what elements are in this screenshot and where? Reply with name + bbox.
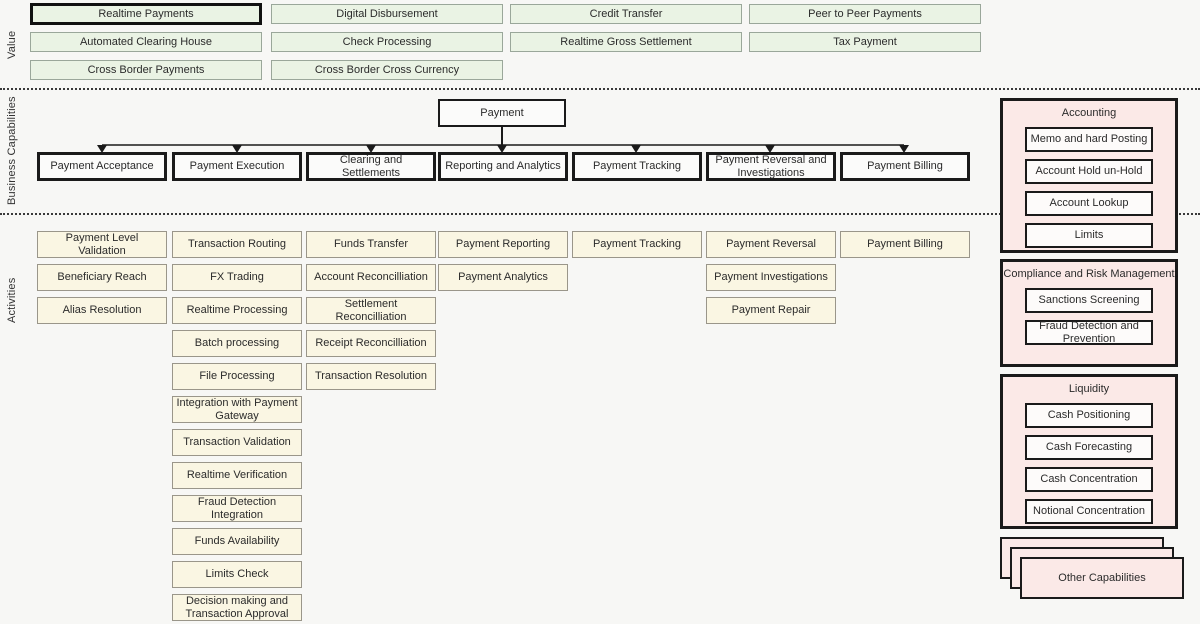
value-item-automated-clearing-house[interactable]: Automated Clearing House (30, 32, 262, 52)
other-capabilities-card-front[interactable]: Other Capabilities (1020, 557, 1184, 599)
lane-label-value: Value (6, 30, 18, 60)
activity-item-transaction-routing[interactable]: Transaction Routing (172, 231, 302, 258)
capability-item-payment-reversal-and-investigations[interactable]: Payment Reversal and Investigations (706, 152, 836, 181)
activity-item-file-processing[interactable]: File Processing (172, 363, 302, 390)
value-item-cross-border-cross-currency[interactable]: Cross Border Cross Currency (271, 60, 503, 80)
activity-item-payment-billing[interactable]: Payment Billing (840, 231, 970, 258)
activity-item-limits-check[interactable]: Limits Check (172, 561, 302, 588)
side-panel-title-liquidity: Liquidity (1068, 383, 1110, 395)
activity-item-transaction-validation[interactable]: Transaction Validation (172, 429, 302, 456)
panel-item-notional-concentration[interactable]: Notional Concentration (1025, 499, 1153, 524)
activity-item-payment-reporting[interactable]: Payment Reporting (438, 231, 568, 258)
value-item-credit-transfer[interactable]: Credit Transfer (510, 4, 742, 24)
panel-item-fraud-detection-and-prevention[interactable]: Fraud Detection and Prevention (1025, 320, 1153, 345)
panel-item-sanctions-screening[interactable]: Sanctions Screening (1025, 288, 1153, 313)
capability-item-clearing-and-settlements[interactable]: Clearing and Settlements (306, 152, 436, 181)
activity-item-payment-reversal[interactable]: Payment Reversal (706, 231, 836, 258)
activity-item-payment-level-validation[interactable]: Payment Level Validation (37, 231, 167, 258)
activity-item-fx-trading[interactable]: FX Trading (172, 264, 302, 291)
activity-item-settlement-reconcilliation[interactable]: Settlement Reconcilliation (306, 297, 436, 324)
panel-item-account-hold-un-hold[interactable]: Account Hold un-Hold (1025, 159, 1153, 184)
other-capabilities-label: Other Capabilities (1058, 572, 1146, 584)
activity-item-transaction-resolution[interactable]: Transaction Resolution (306, 363, 436, 390)
activity-item-realtime-verification[interactable]: Realtime Verification (172, 462, 302, 489)
activity-item-batch-processing[interactable]: Batch processing (172, 330, 302, 357)
activity-item-decision-making-and-transaction-approval[interactable]: Decision making and Transaction Approval (172, 594, 302, 621)
value-item-check-processing[interactable]: Check Processing (271, 32, 503, 52)
side-panel-title-accounting: Accounting (1061, 107, 1117, 119)
activity-item-fraud-detection-integration[interactable]: Fraud Detection Integration (172, 495, 302, 522)
panel-item-cash-positioning[interactable]: Cash Positioning (1025, 403, 1153, 428)
value-item-digital-disbursement[interactable]: Digital Disbursement (271, 4, 503, 24)
activity-item-payment-tracking[interactable]: Payment Tracking (572, 231, 702, 258)
panel-item-account-lookup[interactable]: Account Lookup (1025, 191, 1153, 216)
activity-item-payment-repair[interactable]: Payment Repair (706, 297, 836, 324)
capability-root-payment[interactable]: Payment (438, 99, 566, 127)
value-item-peer-to-peer-payments[interactable]: Peer to Peer Payments (749, 4, 981, 24)
panel-item-cash-forecasting[interactable]: Cash Forecasting (1025, 435, 1153, 460)
value-item-tax-payment[interactable]: Tax Payment (749, 32, 981, 52)
capability-item-payment-billing[interactable]: Payment Billing (840, 152, 970, 181)
lane-label-business-capabilities: Business Capabilities (6, 96, 18, 206)
activity-item-funds-availability[interactable]: Funds Availability (172, 528, 302, 555)
panel-item-cash-concentration[interactable]: Cash Concentration (1025, 467, 1153, 492)
lane-label-activities: Activities (6, 277, 18, 323)
activity-item-payment-investigations[interactable]: Payment Investigations (706, 264, 836, 291)
capability-item-payment-tracking[interactable]: Payment Tracking (572, 152, 702, 181)
activity-item-beneficiary-reach[interactable]: Beneficiary Reach (37, 264, 167, 291)
lane-separator-top (0, 88, 1200, 90)
activity-item-realtime-processing[interactable]: Realtime Processing (172, 297, 302, 324)
value-item-realtime-payments[interactable]: Realtime Payments (30, 3, 262, 25)
activity-item-integration-with-payment-gateway[interactable]: Integration with Payment Gateway (172, 396, 302, 423)
panel-item-limits[interactable]: Limits (1025, 223, 1153, 248)
value-item-realtime-gross-settlement[interactable]: Realtime Gross Settlement (510, 32, 742, 52)
value-item-cross-border-payments[interactable]: Cross Border Payments (30, 60, 262, 80)
capability-item-payment-acceptance[interactable]: Payment Acceptance (37, 152, 167, 181)
capability-item-reporting-and-analytics[interactable]: Reporting and Analytics (438, 152, 568, 181)
activity-item-account-reconcilliation[interactable]: Account Reconcilliation (306, 264, 436, 291)
activity-item-payment-analytics[interactable]: Payment Analytics (438, 264, 568, 291)
lane-separator-bottom (0, 213, 1200, 215)
activity-item-receipt-reconcilliation[interactable]: Receipt Reconcilliation (306, 330, 436, 357)
activity-item-funds-transfer[interactable]: Funds Transfer (306, 231, 436, 258)
side-panel-title-compliance-and-risk-management: Compliance and Risk Management (1003, 268, 1175, 280)
activity-item-alias-resolution[interactable]: Alias Resolution (37, 297, 167, 324)
capability-item-payment-execution[interactable]: Payment Execution (172, 152, 302, 181)
panel-item-memo-and-hard-posting[interactable]: Memo and hard Posting (1025, 127, 1153, 152)
